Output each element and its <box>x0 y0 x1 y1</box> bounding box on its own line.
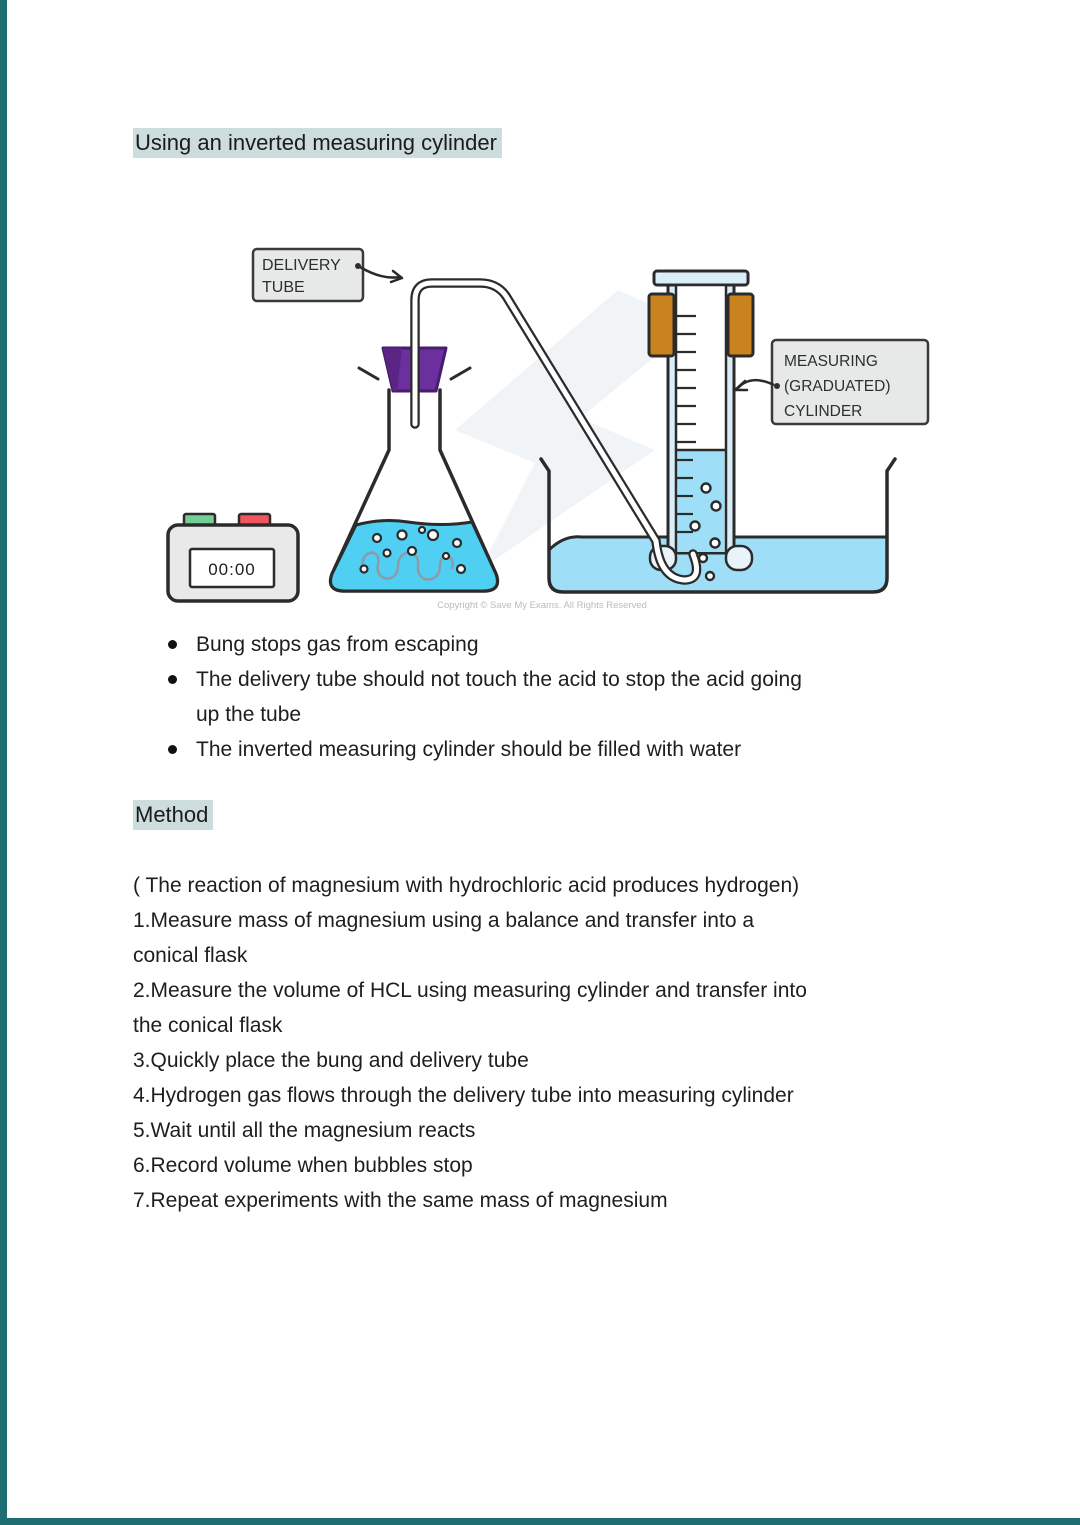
page-edge-left <box>0 0 7 1525</box>
method-step: 2.Measure the volume of HCL using measur… <box>133 979 807 1037</box>
method-heading-text: Method <box>133 800 214 830</box>
method-section: ( The reaction of magnesium with hydroch… <box>133 868 983 1218</box>
page-edge-bottom <box>0 1518 1080 1525</box>
measuring-label-line2: (GRADUATED) <box>784 378 891 395</box>
conical-flask <box>328 388 500 593</box>
measuring-label-line1: MEASURING <box>784 353 878 370</box>
water-trough <box>539 457 897 594</box>
method-step: 5.Wait until all the magnesium reacts <box>133 1119 476 1142</box>
notes-bullet-list: Bung stops gas from escaping The deliver… <box>160 627 960 767</box>
method-step: 6.Record volume when bubbles stop <box>133 1154 473 1177</box>
delivery-tube-label-line1: DELIVERY <box>262 257 341 274</box>
measuring-cylinder-label: MEASURING (GRADUATED) CYLINDER <box>733 338 930 426</box>
timer: 00:00 <box>166 512 300 603</box>
bullet-text: The delivery tube should not touch the a… <box>196 668 802 726</box>
timer-display <box>188 547 276 589</box>
bullet-item: Bung stops gas from escaping <box>160 627 960 662</box>
copyright-text: Copyright © Save My Exams. All Rights Re… <box>437 600 647 611</box>
delivery-tube-label: DELIVERY TUBE <box>251 247 404 303</box>
bullet-text: Bung stops gas from escaping <box>196 633 479 656</box>
method-step: 4.Hydrogen gas flows through the deliver… <box>133 1084 794 1107</box>
timer-display-value: 00:00 <box>208 560 256 579</box>
magnesium-coil <box>361 551 454 581</box>
section-heading: Using an inverted measuring cylinder <box>133 128 502 158</box>
label-arrowhead <box>389 269 404 284</box>
method-heading: Method <box>133 800 214 830</box>
bullet-item: The inverted measuring cylinder should b… <box>160 732 960 767</box>
bullet-dot <box>168 675 177 684</box>
method-step: 1.Measure mass of magnesium using a bala… <box>133 909 755 967</box>
flask-bubbles <box>359 525 467 575</box>
measuring-label-line3: CYLINDER <box>784 403 862 420</box>
bullet-item: The delivery tube should not touch the a… <box>160 662 960 732</box>
cylinder-mouth-flare-right <box>724 544 754 572</box>
label-anchor-dot <box>774 383 780 389</box>
method-step: 7.Repeat experiments with the same mass … <box>133 1189 668 1212</box>
cylinder-base-plate <box>652 269 750 287</box>
neck-rim-tick-left <box>357 366 380 381</box>
bullet-dot <box>168 640 177 649</box>
bung-shade <box>383 348 402 391</box>
method-step: 3.Quickly place the bung and delivery tu… <box>133 1049 529 1072</box>
gas-collection-diagram: 00:00 DELIVERY TUBE MEASURING (GRADUATED… <box>166 247 930 611</box>
clamp-left <box>647 292 676 358</box>
delivery-tube <box>410 278 702 585</box>
label-arrowhead <box>733 379 749 392</box>
inverted-measuring-cylinder <box>647 269 755 572</box>
bullet-text: The inverted measuring cylinder should b… <box>196 738 742 761</box>
bullet-dot <box>168 745 177 754</box>
section-heading-text: Using an inverted measuring cylinder <box>133 128 502 158</box>
label-arrow <box>359 265 401 279</box>
graduation-ticks <box>677 314 696 534</box>
method-intro: ( The reaction of magnesium with hydroch… <box>133 874 800 897</box>
clamp-right <box>726 292 755 358</box>
label-anchor-dot <box>355 263 361 269</box>
delivery-tube-label-line2: TUBE <box>262 279 305 296</box>
watermark-shape <box>455 290 695 570</box>
neck-rim-tick-right <box>449 366 472 381</box>
cylinder-bubbles <box>689 482 722 582</box>
